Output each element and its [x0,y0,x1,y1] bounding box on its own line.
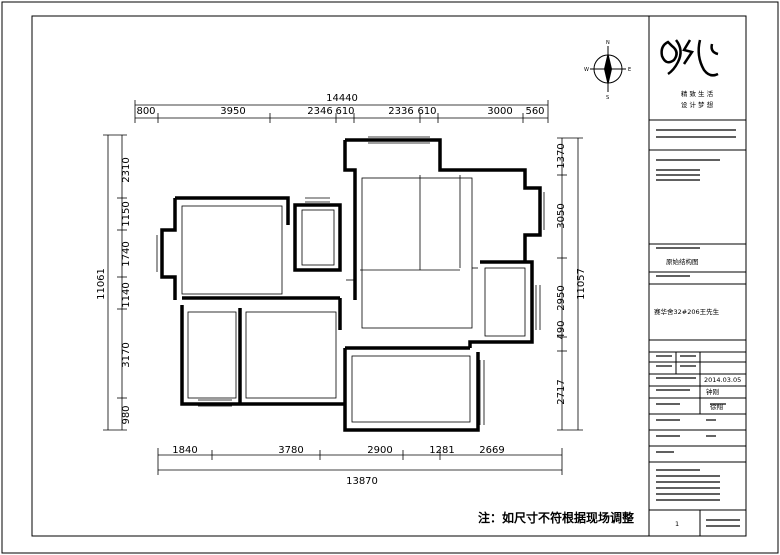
dim-bottom-4: 1281 [429,445,454,456]
compass-s: S [606,95,609,101]
compass-e: E [628,67,631,73]
dim-top-4: 610 [335,106,354,117]
dim-bottom-5: 2669 [479,445,504,456]
windows [156,136,545,425]
dim-top-5: 2336 [388,106,413,117]
dim-right-1: 1370 [556,143,567,168]
dim-top-total: 14440 [326,93,358,104]
dim-left-4: 1140 [121,282,132,307]
interior-lines [181,175,526,423]
dim-right-2: 3050 [556,203,567,228]
dim-left-2: 1150 [121,201,132,226]
drawing-title: 原始结构图 [666,257,699,266]
dim-right-3: 2950 [556,285,567,310]
dim-top-1: 800 [136,106,155,117]
dim-bottom-total: 13870 [346,476,378,487]
north-arrow-icon: N S W E [584,40,631,101]
dim-top-2: 3950 [220,106,245,117]
dim-right-5: 2717 [556,379,567,404]
designer-name: 钟刚 [706,387,719,396]
checker-name: 徐翔 [710,402,724,411]
dim-left-total: 11061 [96,268,107,300]
exterior-walls [160,138,542,432]
dim-left-5: 3170 [121,342,132,367]
dim-left-3: 1740 [121,241,132,266]
project-name: 赛华舍32#206王先生 [654,307,720,316]
dim-bottom-3: 2900 [367,445,392,456]
title-block: 精 致 生 活 设 计 梦 想 [648,16,746,536]
company-logo [660,39,719,77]
dim-top-6: 610 [417,106,436,117]
dim-left-6: 980 [121,405,132,424]
title-tagline-1: 精 致 生 活 [681,89,714,98]
drawing-frame [31,15,747,537]
company-info-lines [656,129,740,527]
page-number: 1 [675,520,679,528]
dim-left-1: 2310 [121,157,132,182]
dim-top-7: 3000 [487,106,512,117]
compass-w: W [584,67,589,73]
dim-top-3: 2346 [307,106,332,117]
dim-top-8: 560 [525,106,544,117]
drawing-date: 2014.03.05 [704,376,741,384]
dimension-lines [103,100,583,475]
drawing-note: 注：如尺寸不符根据现场调整 [478,510,634,525]
title-tagline-2: 设 计 梦 想 [681,100,714,109]
dim-bottom-2: 3780 [278,445,303,456]
dim-bottom-1: 1840 [172,445,197,456]
compass-n: N [606,40,610,46]
dim-right-4: 490 [556,320,567,339]
dim-right-total: 11057 [576,268,587,300]
